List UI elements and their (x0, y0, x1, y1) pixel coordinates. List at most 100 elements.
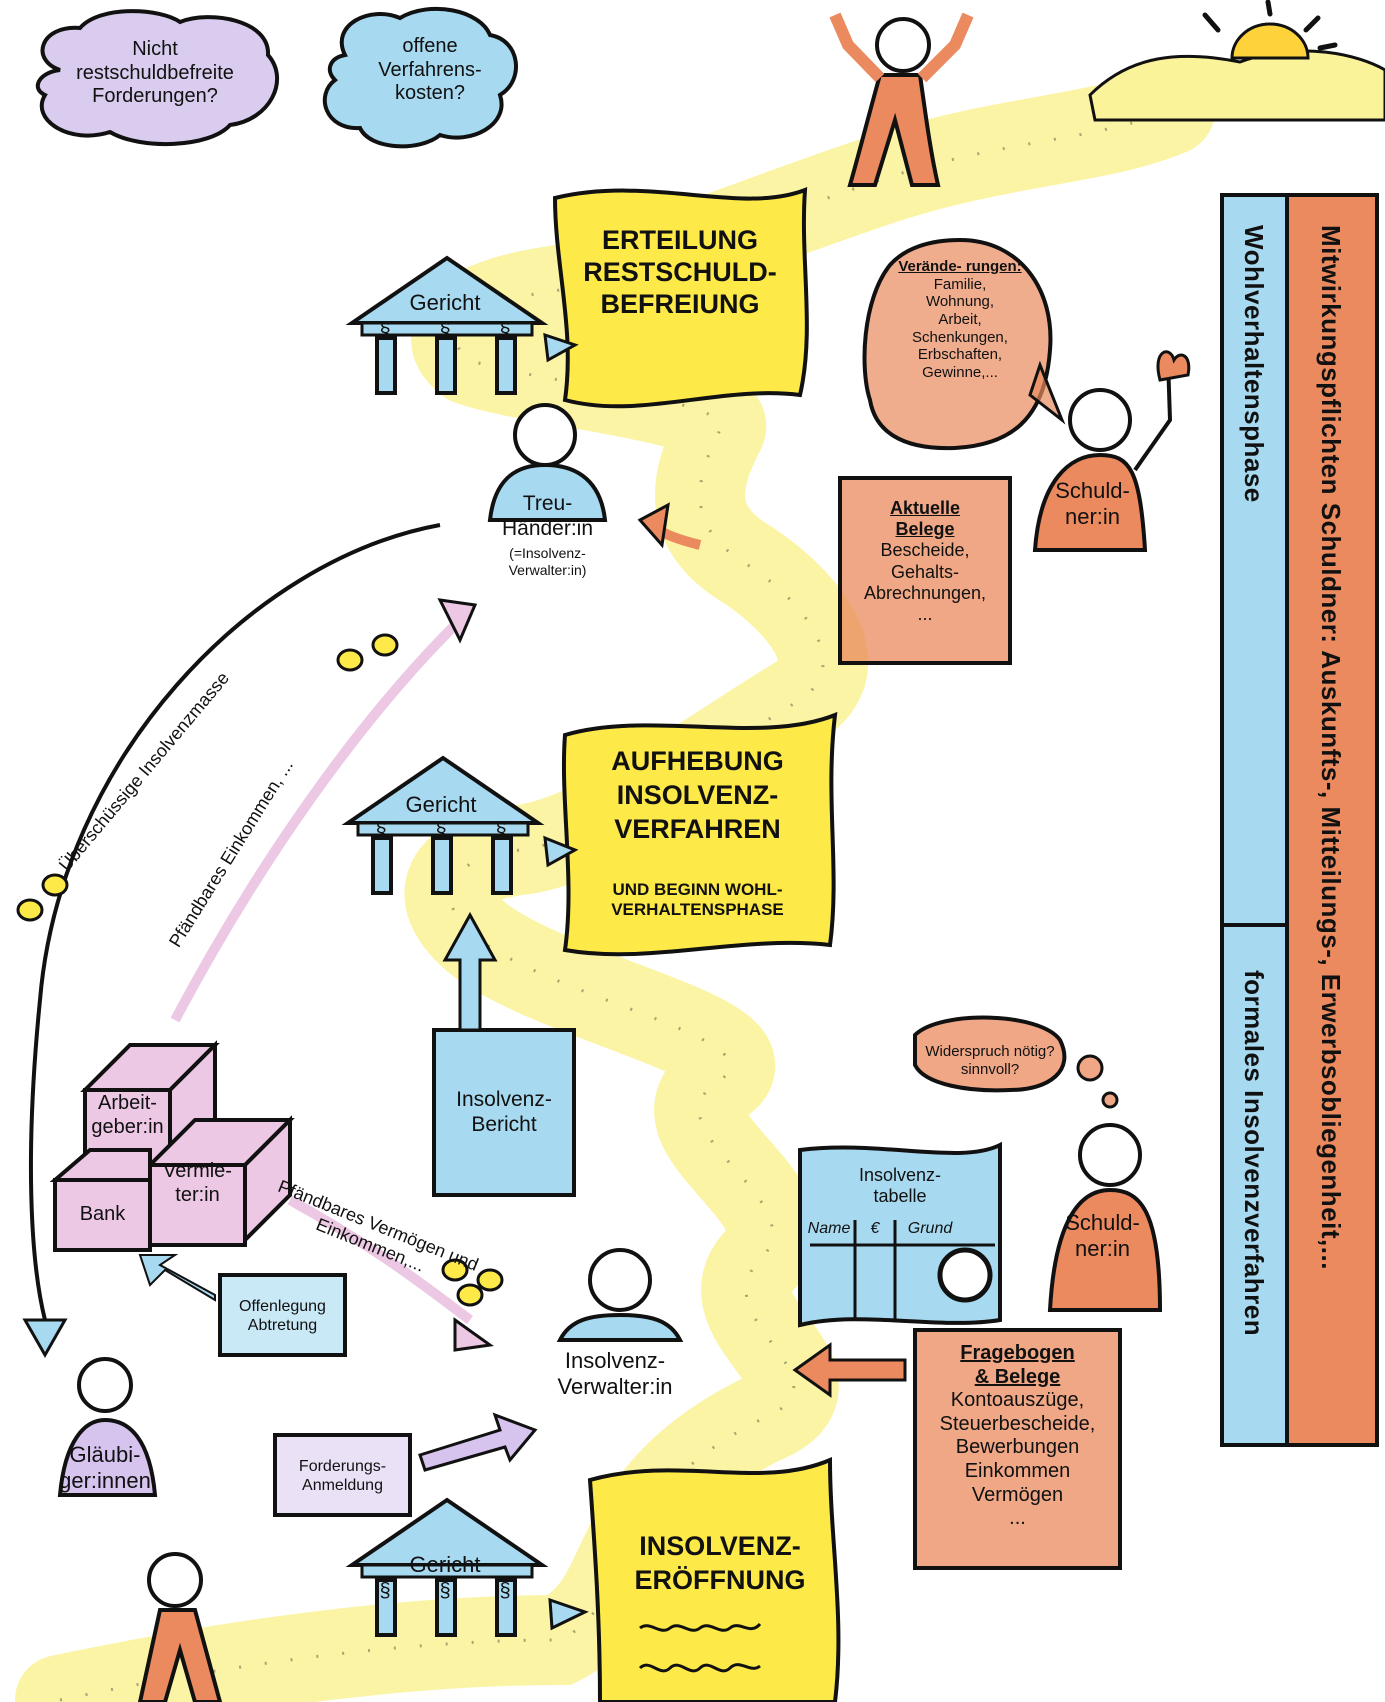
tabelle-col-1: Name (807, 1220, 851, 1237)
court-top-label: Gericht (409, 290, 481, 315)
tabelle-col-2: € (870, 1220, 880, 1237)
ueberschuss-arrow-head (22, 1318, 68, 1359)
coins-icon (16, 633, 504, 1307)
aktuelle-belege-text: Aktuelle Belege Bescheide, Gehalts- Abre… (845, 498, 1005, 625)
veraenderungen-item: Familie, (933, 275, 987, 293)
formal-bar (1220, 923, 1289, 1447)
aktuelle-belege-card (838, 476, 1012, 665)
tabelle-col-3: Grund (907, 1220, 953, 1237)
pflichten-bar (1285, 193, 1379, 1447)
fragebogen-item: Bewerbungen (955, 1436, 1080, 1459)
vermoegen-arrow-head (453, 1317, 494, 1352)
verwalter-label: Insolvenz- Verwalter:in (557, 1348, 673, 1399)
aktuelle-belege-item: Bescheide, (880, 540, 970, 561)
treuhaender-label: Treu- Händer:in (501, 492, 594, 540)
veraenderungen-text: Verände- rungen: Familie, Wohnung, Arbei… (880, 258, 1040, 382)
box-vermieter: Vermie- ter:in (163, 1160, 232, 1206)
treuhaender-person-icon (487, 403, 608, 522)
aktuelle-belege-item: ... (917, 604, 933, 625)
einkommen-arrow-head (437, 598, 478, 644)
court-bottom-label: Gericht (409, 1552, 481, 1577)
court-middle-label: Gericht (405, 792, 477, 817)
schuldner-top-person-icon (1032, 350, 1191, 552)
offenlegung-arrow (138, 1254, 216, 1302)
veraenderungen-item: Schenkungen, (912, 328, 1008, 346)
wohlverhalten-bar (1220, 193, 1289, 927)
cloud-kosten-text: offene Verfahrens- kosten? (378, 35, 482, 105)
tabelle-grid (810, 1220, 995, 1320)
cloud-restschuld-text: Nicht restschuldbefreite Forderungen? (76, 38, 234, 108)
eroeffnung-banner (587, 1456, 841, 1702)
court-middle-sign-3: § (495, 820, 507, 842)
offenlegung-card (218, 1273, 347, 1357)
veraenderungen-item: Gewinne,... (922, 364, 998, 382)
offenlegung-text: Offenlegung Abtretung (239, 1298, 326, 1334)
hill (1088, 49, 1385, 122)
aktuelle-belege-item: Gehalts- (890, 561, 960, 582)
fragebogen-item: Kontoauszüge, (950, 1389, 1085, 1412)
eroeffnung-scribble (638, 1622, 762, 1673)
bericht-up-arrow (442, 911, 498, 1032)
veraenderungen-item: Erbschaften, (917, 346, 1003, 364)
forderung-arrow (418, 1412, 538, 1472)
aufhebung-banner (561, 711, 838, 957)
court-middle (341, 755, 545, 895)
court-top-sign-3: § (499, 320, 511, 342)
ueberschuss-flow-arc (28, 523, 441, 1321)
court-bottom-sign-1: § (379, 1580, 391, 1602)
court-bottom-sign-2: § (439, 1580, 451, 1602)
court-top-sign-2: § (439, 320, 451, 342)
fragebogen-item: ... (1009, 1507, 1026, 1530)
veraenderungen-item: Wohnung, (925, 293, 995, 311)
glaeubiger-label: Gläubi- ger:innen (59, 1442, 151, 1493)
court-top (345, 255, 549, 395)
fragebogen-item: Einkommen (964, 1459, 1071, 1482)
fragebogen-item: Steuerbescheide, (939, 1412, 1096, 1435)
erteilung-title: ERTEILUNG RESTSCHULD- BEFREIUNG (583, 225, 777, 319)
thought-dot (1076, 1054, 1104, 1082)
creditor-boxes (49, 1040, 295, 1252)
magnifier-icon (937, 1247, 993, 1303)
fragebogen-item: Vermögen (971, 1483, 1064, 1506)
cloud-kosten (322, 6, 518, 149)
fragebogen-title: Fragebogen & Belege (960, 1342, 1075, 1388)
fragebogen-arrow (792, 1342, 907, 1398)
court-middle-sign-1: § (375, 820, 387, 842)
treuhaender-note: (=Insolvenz- Verwalter:in) (508, 545, 587, 578)
einkommen-arrow (170, 621, 459, 1023)
schuldner-top-label: Schuld- ner:in (1055, 478, 1130, 529)
veraenderungen-item: Arbeit, (938, 311, 982, 329)
sun (1230, 22, 1310, 60)
court-bottom (345, 1497, 549, 1637)
belege-arrow-head (637, 502, 670, 549)
eroeffnung-title: INSOLVENZ- ERÖFFNUNG (634, 1531, 806, 1595)
aktuelle-belege-item: Abrechnungen, (863, 582, 987, 603)
court-arrows (543, 332, 589, 1631)
forderung-text: Forderungs- Anmeldung (298, 1458, 387, 1494)
aufhebung-subtitle: UND BEGINN WOHL- VERHALTENSPHASE (611, 880, 784, 920)
verwalter-person-icon (556, 1248, 684, 1342)
glaeubiger-person-icon (57, 1357, 158, 1497)
fragebogen-text: Fragebogen & Belege Kontoauszüge, Steuer… (915, 1342, 1120, 1531)
cloud-restschuld (35, 9, 280, 147)
schuldner-bottom-label: Schuld- ner:in (1065, 1210, 1140, 1261)
widerspruch-text: Widerspruch nötig?sinnvoll? (925, 1043, 1055, 1078)
bericht-card (432, 1028, 576, 1197)
formal-label: formales Insolvenzverfahren (1239, 970, 1269, 1337)
forderung-card (273, 1433, 412, 1517)
walking-person-icon (137, 1552, 223, 1702)
aufhebung-title: AUFHEBUNG INSOLVENZ- VERFAHREN (611, 746, 784, 844)
vermoegen-arrow (287, 1195, 474, 1324)
fragebogen-card (913, 1328, 1122, 1570)
widerspruch-bubble (913, 1015, 1067, 1093)
sun-rays-icon (1202, 0, 1338, 51)
schuldner-bottom-person-icon (1047, 1123, 1163, 1312)
box-arbeitgeber: Arbeit- geber:in (91, 1092, 164, 1138)
bericht-label: Insolvenz- Bericht (456, 1088, 552, 1136)
pflichten-label: Mitwirkungspflichten Schuldner: Auskunft… (1316, 225, 1346, 1270)
thought-dot-small (1101, 1091, 1119, 1109)
veraenderungen-bubble (862, 237, 1066, 451)
veraenderungen-title: Verände- rungen: (898, 258, 1022, 275)
free-person-icon (829, 12, 974, 187)
